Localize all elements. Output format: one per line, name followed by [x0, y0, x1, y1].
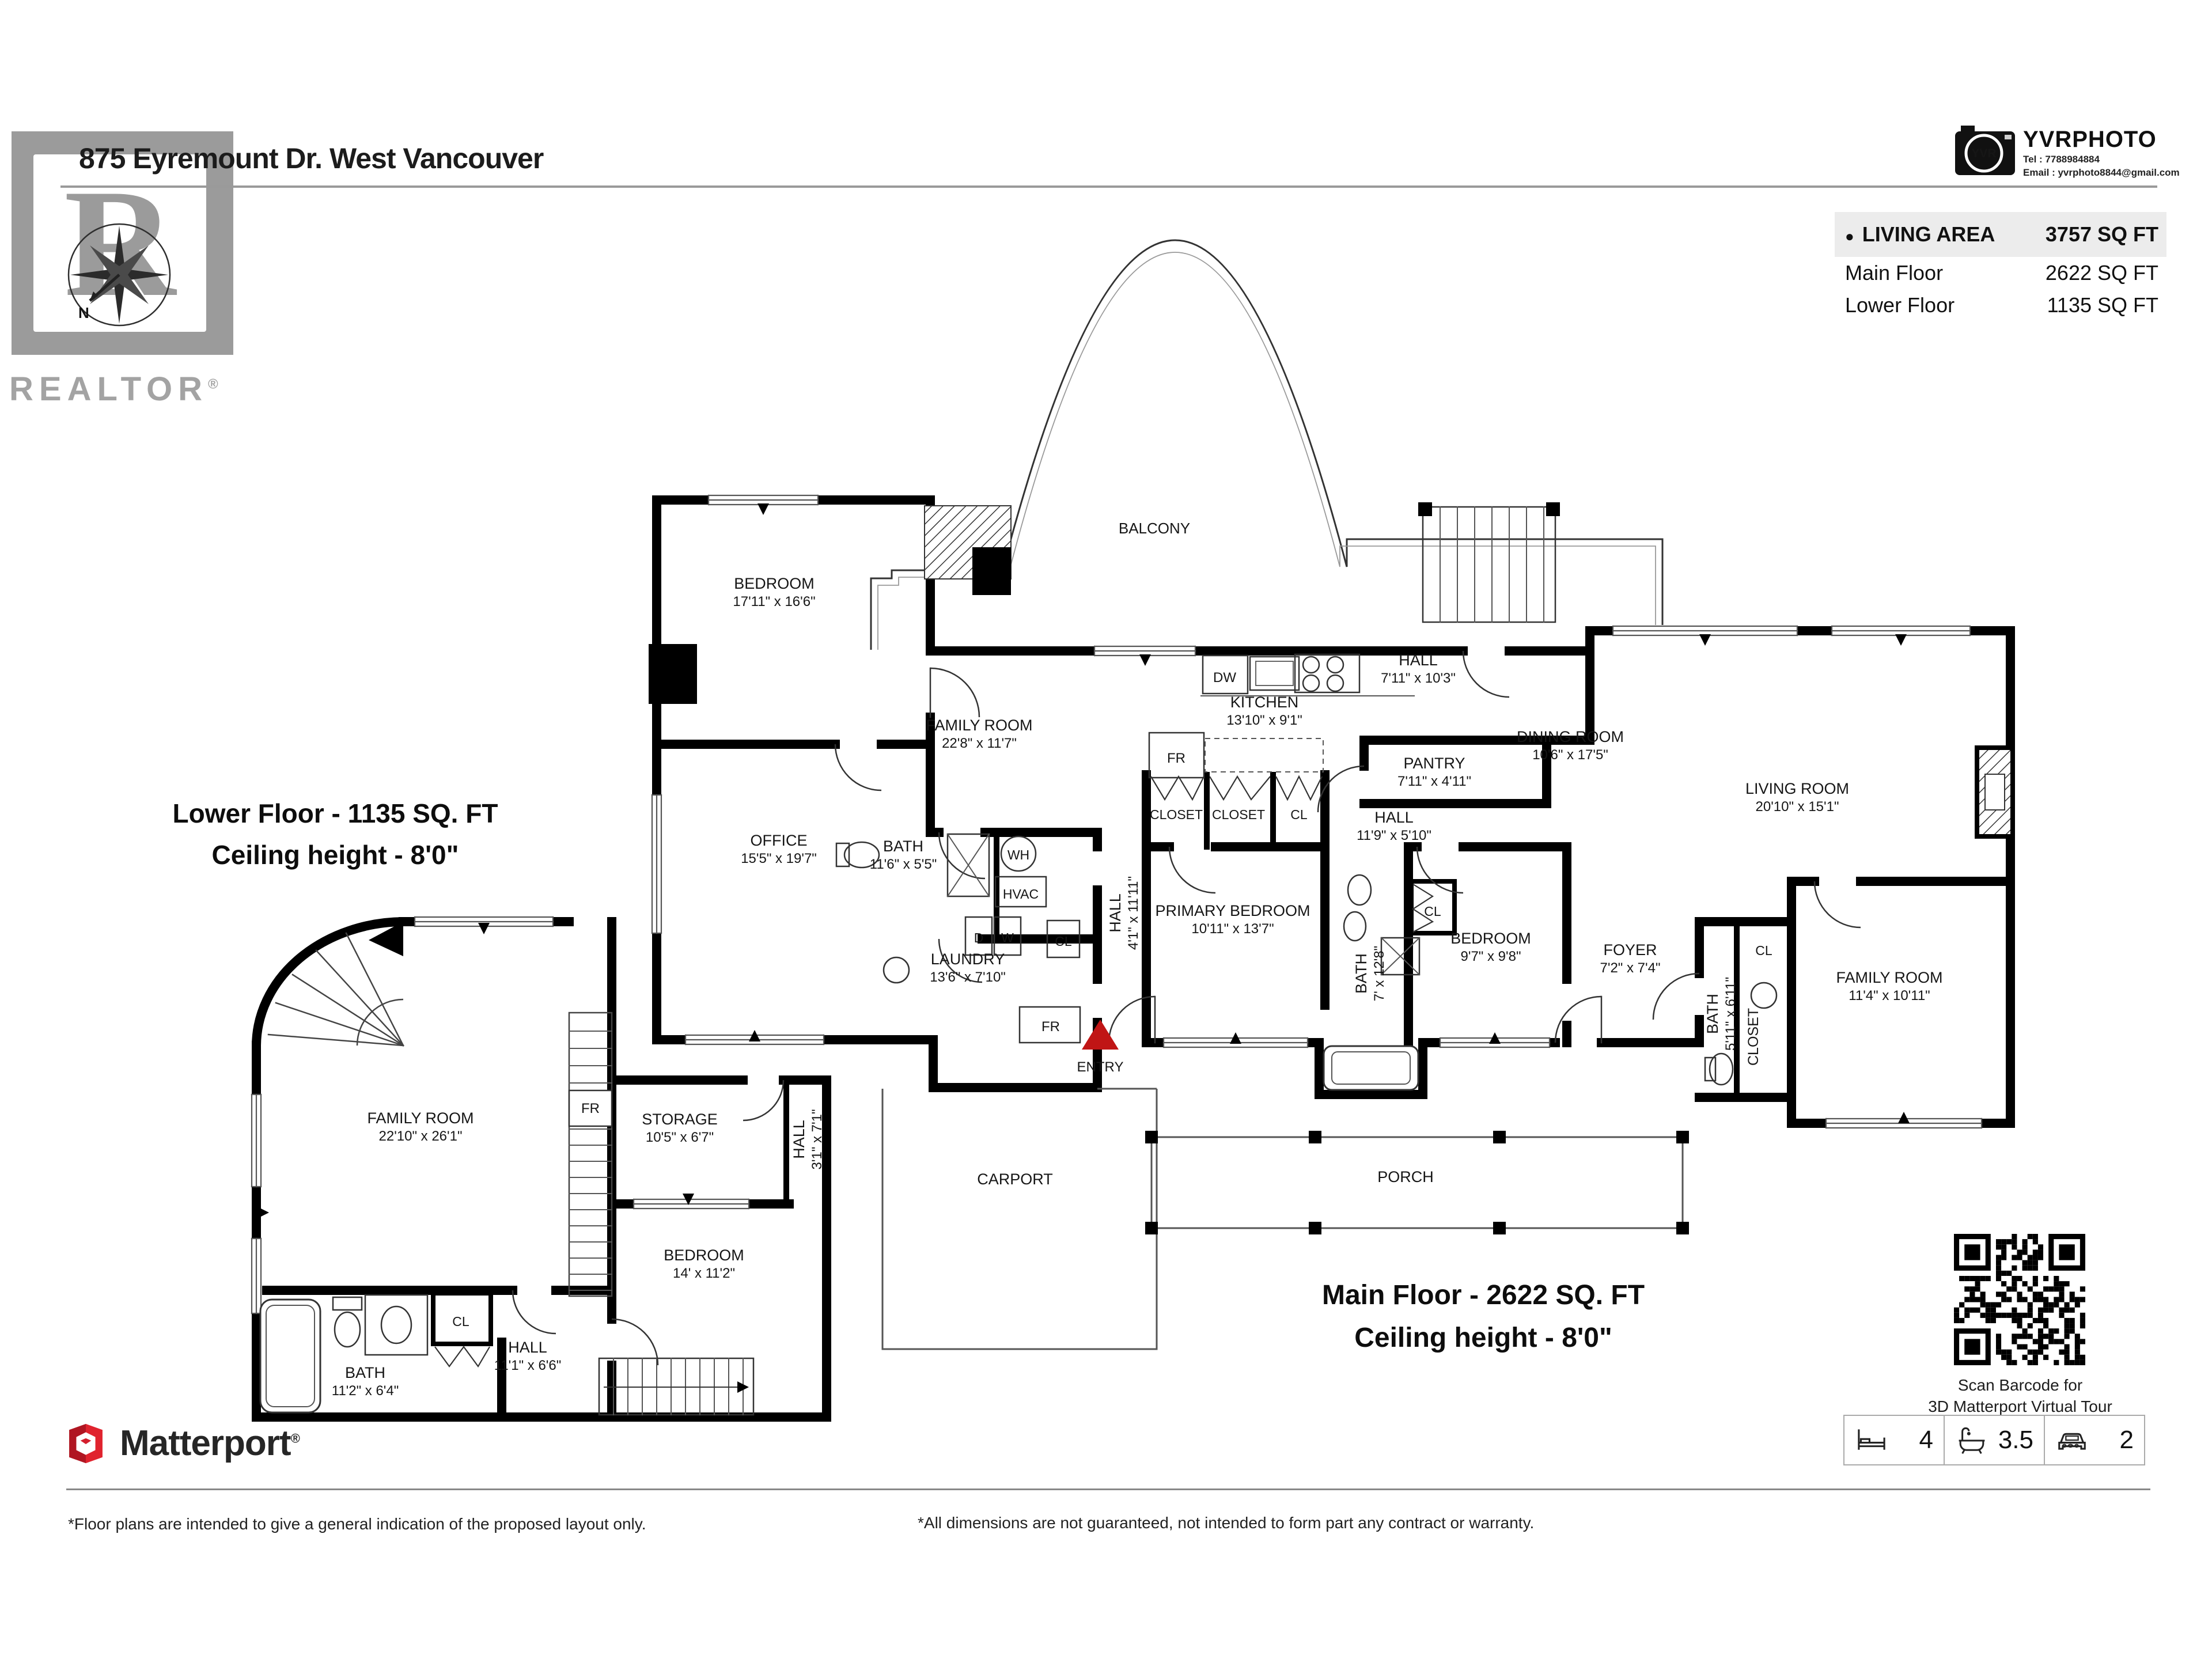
stat-beds: 4 — [1843, 1415, 1945, 1465]
bed-icon — [1858, 1429, 1885, 1450]
qr-code — [1954, 1234, 2085, 1365]
plan-label-cl-lower: CL — [452, 1314, 469, 1329]
plan-label-cl-right: CL — [1755, 943, 1772, 958]
stat-baths: 3.5 — [1944, 1415, 2045, 1465]
footnote-right: *All dimensions are not guaranteed, not … — [918, 1514, 1535, 1532]
stats-row: 4 3.5 2 — [1843, 1415, 2145, 1465]
baths-count: 3.5 — [1998, 1426, 2033, 1454]
svg-text:N: N — [78, 304, 89, 321]
bullet-icon: ● — [1845, 228, 1854, 245]
footnote-left: *Floor plans are intended to give a gene… — [68, 1515, 646, 1533]
qr-caption: Scan Barcode for 3D Matterport Virtual T… — [1928, 1376, 2112, 1415]
plan-label-washer: W — [1001, 930, 1014, 945]
plan-label-cl-kitchen: CL — [1290, 807, 1308, 822]
plan-label-dryer: D — [974, 930, 984, 945]
footer-divider — [66, 1488, 2150, 1490]
camera-icon: YVR — [1955, 126, 2015, 175]
compass-rose-icon: N — [67, 223, 171, 327]
matterport-wordmark: Matterport® — [120, 1423, 300, 1463]
plan-label-carport: CARPORT — [977, 1171, 1053, 1188]
plan-label-wh: WH — [1007, 847, 1029, 862]
plan-label-fr-lower: FR — [581, 1101, 600, 1116]
plan-label-entry: ENTRY — [1077, 1059, 1124, 1075]
car-icon — [2058, 1433, 2086, 1450]
living-area-header: ●LIVING AREA 3757 SQ FT — [1835, 212, 2166, 257]
plan-label-closet-2: CLOSET — [1212, 807, 1265, 822]
main-floor-title: Main Floor - 2622 SQ. FT Ceiling height … — [1321, 1280, 1645, 1353]
realtor-wordmark: REALTOR® — [9, 370, 224, 408]
plan-label-cl-primary: CL — [1424, 904, 1441, 919]
matterport-icon — [69, 1423, 103, 1463]
plan-label-closet-right: CLOSET — [1745, 1008, 1762, 1066]
photographer-tel: Tel : 7788984884 — [2023, 154, 2100, 165]
page-title: 875 Eyremount Dr. West Vancouver — [79, 142, 544, 175]
bath-icon — [1959, 1427, 1985, 1455]
beds-count: 4 — [1919, 1426, 1933, 1454]
plan-label-fr-kitchen: FR — [1167, 751, 1185, 766]
photographer-block: YVRPHOTO Tel : 7788984884 Email : yvrpho… — [2023, 128, 2180, 177]
plan-label-balcony: BALCONY — [1119, 520, 1190, 537]
matterport-logo: Matterport® — [68, 1423, 300, 1464]
plan-label-fr-entry: FR — [1041, 1019, 1060, 1035]
header-divider — [60, 185, 2157, 188]
stat-cars: 2 — [2044, 1415, 2145, 1465]
plan-label-hvac: HVAC — [1003, 887, 1039, 902]
photographer-brand: YVRPHOTO — [2023, 127, 2157, 152]
lower-floor-title: Lower Floor - 1135 SQ. FT Ceiling height… — [172, 798, 498, 870]
photographer-email: Email : yvrphoto8844@gmail.com — [2023, 167, 2180, 178]
svg-text:YVR: YVR — [1971, 147, 1996, 160]
cars-count: 2 — [2119, 1426, 2134, 1454]
plan-label-cl-hall: CL — [1055, 934, 1072, 949]
plan-label-porch: PORCH — [1377, 1168, 1434, 1185]
plan-label-dw: DW — [1213, 670, 1236, 685]
plan-label-closet-1: CLOSET — [1150, 807, 1203, 822]
